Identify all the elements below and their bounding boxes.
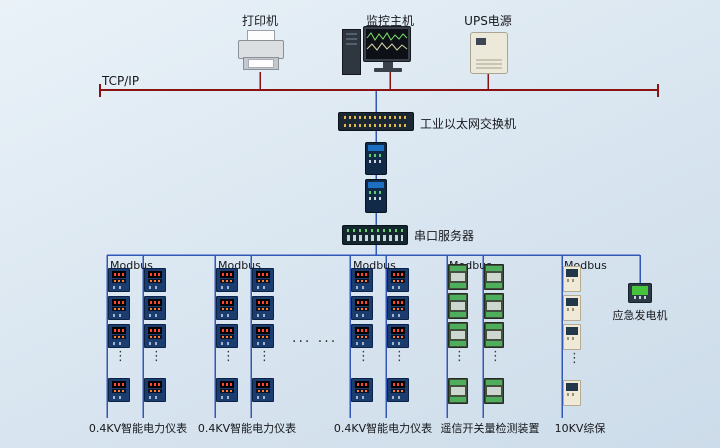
ellipsis-vertical: ⋮ xyxy=(393,349,406,364)
ellipsis-vertical: ⋮ xyxy=(489,349,502,364)
serial-server-icon xyxy=(342,225,408,245)
branch2-label: 0.4KV智能电力仪表 xyxy=(197,422,297,435)
power-meter-icon xyxy=(252,268,274,292)
io-module-icon xyxy=(484,378,504,404)
monitor-icon xyxy=(363,26,411,62)
serial-server-label: 串口服务器 xyxy=(414,229,475,243)
ellipsis-vertical: ⋮ xyxy=(258,349,271,364)
power-meter-icon xyxy=(144,324,166,348)
ellipsis-vertical: ⋮ xyxy=(222,349,235,364)
power-meter-icon xyxy=(216,296,238,320)
power-meter-icon xyxy=(387,324,409,348)
branch1-label: 0.4KV智能电力仪表 xyxy=(88,422,188,435)
power-meter-icon xyxy=(144,268,166,292)
ethernet-switch-label: 工业以太网交换机 xyxy=(420,117,517,131)
power-meter-icon xyxy=(252,378,274,402)
ellipsis-vertical: ⋮ xyxy=(568,351,581,366)
power-meter-icon xyxy=(351,324,373,348)
power-meter-icon xyxy=(387,268,409,292)
power-meter-icon xyxy=(351,378,373,402)
branch3-label: 0.4KV智能电力仪表 xyxy=(333,422,433,435)
io-module-icon xyxy=(484,293,504,319)
host-label: 监控主机 xyxy=(365,14,414,28)
protection-relay-icon xyxy=(563,380,581,406)
protection-relay-icon xyxy=(563,324,581,350)
media-converter-icon xyxy=(365,179,387,213)
io-module-icon xyxy=(484,322,504,348)
ethernet-switch-icon xyxy=(338,112,414,131)
monitor-host-icon xyxy=(342,26,414,75)
io-module-icon xyxy=(484,264,504,290)
power-meter-icon xyxy=(108,324,130,348)
pc-tower-icon xyxy=(342,29,361,75)
power-meter-icon xyxy=(351,296,373,320)
power-meter-icon xyxy=(387,296,409,320)
power-meter-icon xyxy=(387,378,409,402)
ellipsis-horizontal: ... ... xyxy=(292,330,338,346)
power-meter-icon xyxy=(351,268,373,292)
power-meter-icon xyxy=(216,268,238,292)
printer-label: 打印机 xyxy=(241,14,278,28)
io-module-icon xyxy=(448,293,468,319)
ups-label: UPS电源 xyxy=(464,14,512,28)
power-meter-icon xyxy=(108,296,130,320)
emergency-generator-icon xyxy=(628,283,652,303)
ellipsis-vertical: ⋮ xyxy=(114,349,127,364)
power-meter-icon xyxy=(216,324,238,348)
protection-relay-icon xyxy=(563,295,581,321)
branch5-label: 10KV综保 xyxy=(554,422,606,435)
tcpip-label: TCP/IP xyxy=(102,74,140,88)
power-meter-icon xyxy=(108,378,130,402)
power-meter-icon xyxy=(108,268,130,292)
ellipsis-vertical: ⋮ xyxy=(357,349,370,364)
ellipsis-vertical: ⋮ xyxy=(150,349,163,364)
power-meter-icon xyxy=(144,378,166,402)
branch4-label: 遥信开关量检测装置 xyxy=(440,422,540,435)
io-module-icon xyxy=(448,264,468,290)
io-module-icon xyxy=(448,322,468,348)
power-meter-icon xyxy=(252,296,274,320)
generator-label: 应急发电机 xyxy=(612,309,668,322)
printer-icon xyxy=(238,30,284,72)
ellipsis-vertical: ⋮ xyxy=(453,349,466,364)
power-meter-icon xyxy=(144,296,166,320)
media-converter-icon xyxy=(365,142,387,175)
protection-relay-icon xyxy=(563,266,581,292)
io-module-icon xyxy=(448,378,468,404)
power-meter-icon xyxy=(216,378,238,402)
ups-icon xyxy=(470,32,508,74)
power-meter-icon xyxy=(252,324,274,348)
